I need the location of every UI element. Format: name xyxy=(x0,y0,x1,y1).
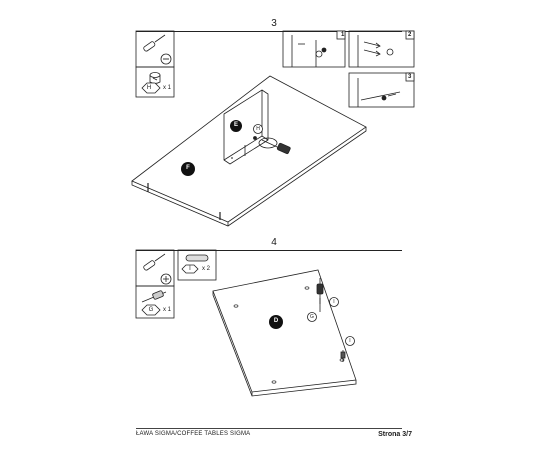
detail-2-box xyxy=(348,30,415,68)
screwdriver-icon xyxy=(143,34,166,52)
part-h-qty: x 1 xyxy=(163,85,172,91)
callout-i-bottom-code: I xyxy=(349,338,351,344)
step-4-number: 4 xyxy=(271,237,277,248)
panel-d-code: D xyxy=(273,318,279,324)
detail-3-box xyxy=(348,72,415,108)
part-i-badge xyxy=(181,264,199,274)
panel-d xyxy=(212,269,357,397)
step-4-screwdriver-icon xyxy=(143,253,166,271)
phillips-head-icon xyxy=(160,273,172,285)
detail-1-box xyxy=(282,30,346,68)
part-g-code: G xyxy=(148,306,154,313)
step-3-number: 3 xyxy=(271,18,277,29)
step-3-rule xyxy=(136,31,402,32)
part-g-callout xyxy=(307,312,317,322)
callout-g-code: G xyxy=(310,314,314,320)
step-4-tools-box xyxy=(135,249,217,319)
panel-f-badge xyxy=(181,162,195,176)
part-i-top-callout xyxy=(329,297,339,307)
panel-d-badge xyxy=(269,315,283,329)
panel-f-code: F xyxy=(186,165,190,171)
panel-e-badge xyxy=(230,120,242,132)
detail-1-number: 1 xyxy=(341,31,345,38)
step-4-rule xyxy=(136,250,402,251)
part-i-qty: x 2 xyxy=(202,266,211,272)
part-h-badge xyxy=(141,82,161,94)
part-i-bottom-callout xyxy=(345,336,355,346)
step-3-tools-box xyxy=(135,30,175,98)
detail-3-number: 3 xyxy=(408,73,412,80)
part-g-qty: x 1 xyxy=(163,307,172,313)
part-i-code: I xyxy=(189,266,191,272)
part-h-callout-circle xyxy=(253,124,263,134)
part-g-bolt-icon xyxy=(141,290,167,303)
dowel-icon xyxy=(185,254,209,262)
flat-head-icon xyxy=(160,53,172,65)
footer-page-number: Strona 3/7 xyxy=(378,431,412,438)
footer-rule xyxy=(136,428,402,429)
part-h-callout-code: H xyxy=(256,126,260,132)
callout-i-top-code: I xyxy=(333,299,335,305)
detail-2-number: 2 xyxy=(408,31,412,38)
panel-e-code: E xyxy=(233,122,238,128)
part-h-code: H xyxy=(146,84,152,91)
part-g-badge xyxy=(141,304,161,316)
footer-product-name: ŁAWA SIGMA/COFFEE TABLES SIGMA xyxy=(136,431,251,437)
connector-bolt-icon xyxy=(244,136,291,156)
